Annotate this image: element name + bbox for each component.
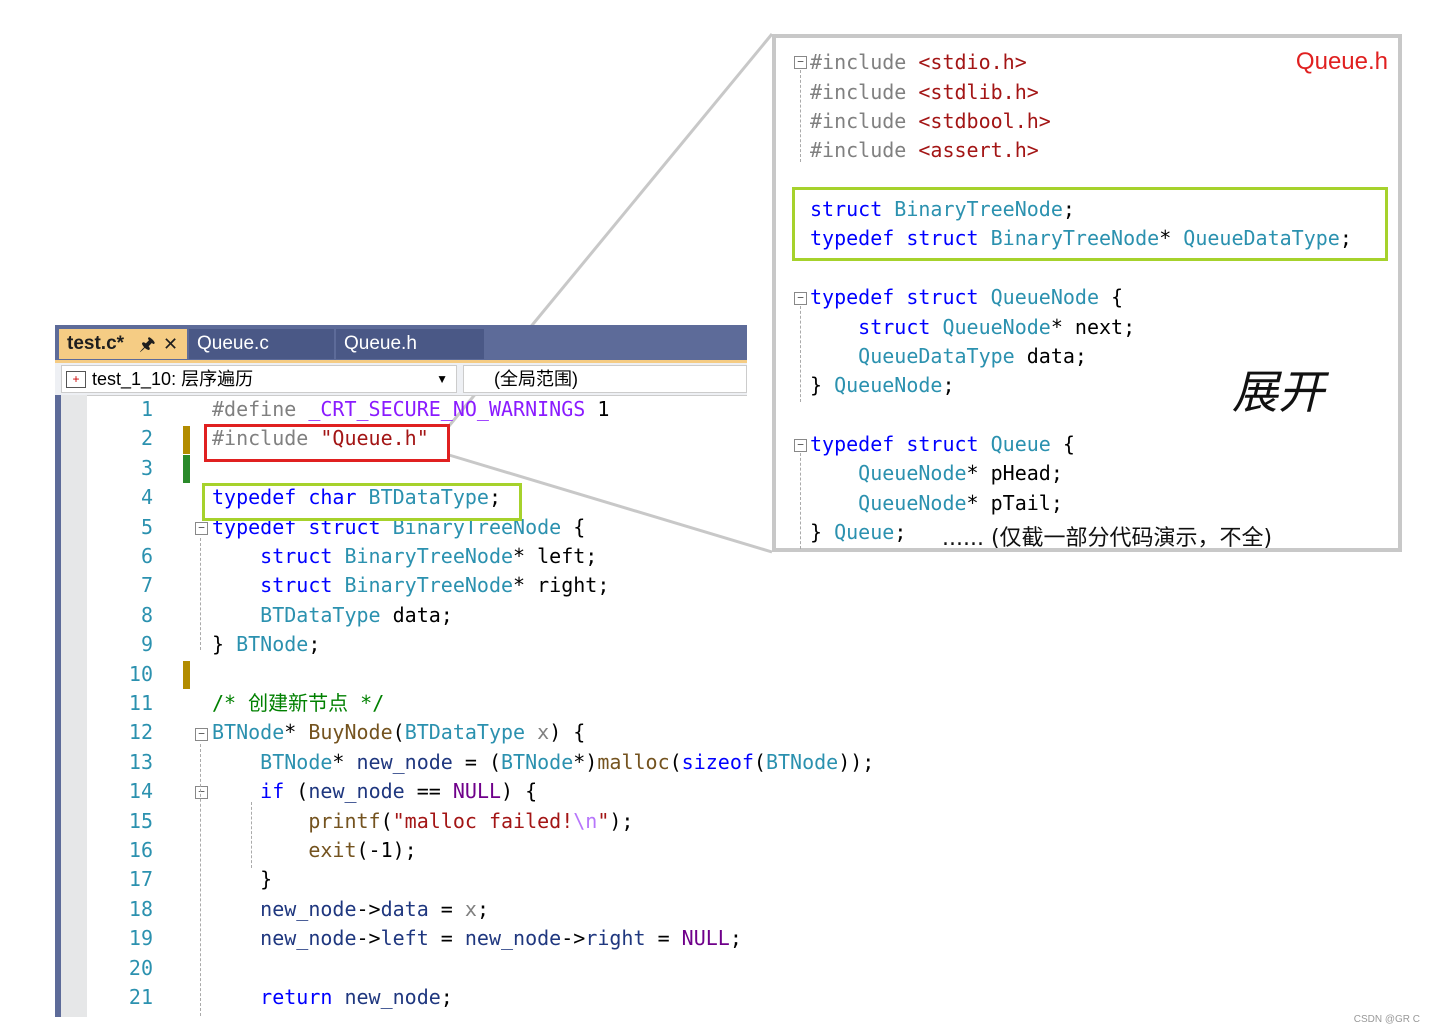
callout-code-line: } QueueNode; — [810, 373, 955, 397]
editor-left-strip — [55, 395, 61, 1017]
project-scope-dropdown[interactable]: + test_1_10: 层序遍历 ▼ — [61, 365, 457, 393]
fold-toggle-icon[interactable]: − — [195, 728, 208, 741]
callout-code-line: #include <stdlib.h> — [810, 80, 1039, 104]
code-text: } — [212, 867, 273, 892]
code-text: BTDataType data; — [260, 602, 453, 627]
code-editor: test.c* 🖈 ✕ Queue.c Queue.h + test_1_10:… — [55, 325, 874, 1017]
line-number: 5 — [140, 514, 153, 539]
callout-title: Queue.h — [1295, 48, 1388, 75]
code-text: } BTNode; — [212, 632, 321, 657]
fold-toggle-icon[interactable]: − — [195, 522, 208, 535]
line-number: 21 — [128, 985, 153, 1009]
indent-guide — [800, 306, 801, 402]
line-number: 14 — [128, 779, 153, 804]
callout-code-line: typedef struct QueueNode { — [810, 285, 1124, 309]
line-number: 15 — [128, 808, 153, 833]
project-scope-label: test_1_10: 层序遍历 — [92, 369, 254, 389]
tab-queue-h[interactable]: Queue.h — [336, 329, 484, 359]
line-number: 1 — [140, 397, 153, 421]
glyph-margin — [61, 395, 87, 1017]
code-text: struct BinaryTreeNode* right; — [260, 573, 610, 598]
callout-code-line: QueueNode* pTail; — [858, 491, 1063, 515]
callout-code-line: #include <stdio.h> — [810, 50, 1027, 74]
line-number: 17 — [128, 867, 153, 892]
line-number: 16 — [128, 838, 153, 862]
project-icon: + — [66, 371, 86, 388]
change-marker-saved — [183, 426, 190, 454]
global-scope-dropdown[interactable]: (全局范围) — [463, 365, 747, 393]
line-number: 2 — [140, 426, 153, 451]
code-text: new_node->left = new_node->right = NULL; — [260, 926, 742, 951]
tab-test-c[interactable]: test.c* 🖈 ✕ — [59, 329, 187, 359]
code-text: #include "Queue.h" — [212, 426, 429, 451]
close-icon[interactable]: ✕ — [163, 334, 179, 354]
line-number: 9 — [140, 632, 153, 657]
forward-decl-highlight-box — [792, 187, 1388, 261]
line-number: 3 — [140, 455, 153, 480]
indent-guide — [200, 538, 201, 650]
fold-toggle-icon[interactable]: − — [794, 439, 807, 452]
tab-queue-c[interactable]: Queue.c — [189, 329, 334, 359]
code-text: typedef char BTDataType; — [212, 485, 502, 510]
code-area[interactable]: − − − 1 #define _CRT_SECURE_NO_WARNINGS … — [87, 395, 874, 1017]
line-number: 10 — [128, 661, 153, 686]
line-number: 7 — [140, 573, 153, 598]
line-number: 4 — [140, 485, 153, 510]
code-text: #define _CRT_SECURE_NO_WARNINGS 1 — [212, 397, 610, 421]
callout-note: ...... (仅截一部分代码演示，不全) — [942, 526, 1273, 551]
fold-toggle-icon[interactable]: − — [195, 786, 208, 799]
tab-label: Queue.c — [197, 333, 269, 354]
code-text: return new_node; — [260, 985, 453, 1009]
tab-label: Queue.h — [344, 333, 417, 354]
callout-code-line: #include <stdbool.h> — [810, 109, 1051, 133]
code-text: new_node->data = x; — [260, 896, 489, 921]
line-number: 18 — [128, 896, 153, 921]
change-marker-unsaved — [183, 455, 190, 483]
indent-guide — [200, 744, 201, 1016]
line-number: 11 — [128, 691, 153, 715]
chevron-down-icon[interactable]: ▼ — [436, 372, 448, 386]
zoom-line-bottom — [448, 453, 773, 554]
code-text: struct BinaryTreeNode* left; — [260, 544, 598, 568]
queue-header-callout: Queue.h − − − #include <stdio.h> #includ… — [772, 34, 1402, 552]
tab-label: test.c* — [67, 333, 125, 354]
typedef-highlight-box — [202, 483, 522, 521]
code-text: printf("malloc failed!\n"); — [308, 808, 634, 833]
code-text: if (new_node == NULL) { — [260, 779, 538, 804]
indent-guide — [251, 802, 252, 868]
callout-code-line: typedef struct BinaryTreeNode* QueueData… — [810, 226, 1352, 250]
code-text: BTNode* new_node = (BTNode*)malloc(sizeo… — [260, 749, 875, 774]
navigation-bar: + test_1_10: 层序遍历 ▼ (全局范围) — [55, 363, 747, 396]
line-number: 13 — [128, 749, 153, 774]
callout-code-line: struct QueueNode* next; — [858, 315, 1136, 339]
tab-bar: test.c* 🖈 ✕ Queue.c Queue.h — [55, 325, 747, 363]
callout-code-line: QueueNode* pHead; — [858, 461, 1063, 485]
callout-code-line: #include <assert.h> — [810, 138, 1039, 162]
indent-guide — [800, 70, 801, 162]
line-number: 8 — [140, 602, 153, 627]
fold-toggle-icon[interactable]: − — [794, 56, 807, 69]
include-highlight-box — [204, 424, 450, 462]
code-comment: /* 创建新节点 */ — [212, 691, 385, 715]
fold-toggle-icon[interactable]: − — [794, 292, 807, 305]
callout-code-line: struct BinaryTreeNode; — [810, 197, 1075, 221]
expand-label: 展开 — [1232, 365, 1324, 419]
line-number: 20 — [128, 955, 153, 980]
code-text: exit(-1); — [308, 838, 417, 862]
indent-guide — [800, 453, 801, 549]
callout-code-line: QueueDataType data; — [858, 344, 1087, 368]
callout-code-line: } Queue; — [810, 520, 907, 544]
global-scope-label: (全局范围) — [494, 369, 578, 389]
code-text: BTNode* BuyNode(BTDataType x) { — [212, 720, 586, 745]
pin-icon[interactable]: 🖈 — [139, 334, 156, 354]
change-marker-saved — [183, 661, 190, 689]
callout-code-line: typedef struct Queue { — [810, 432, 1075, 456]
line-number: 19 — [128, 926, 153, 951]
line-number: 6 — [140, 544, 153, 568]
watermark: CSDN @GR C — [1353, 1014, 1420, 1025]
line-number: 12 — [128, 720, 153, 745]
